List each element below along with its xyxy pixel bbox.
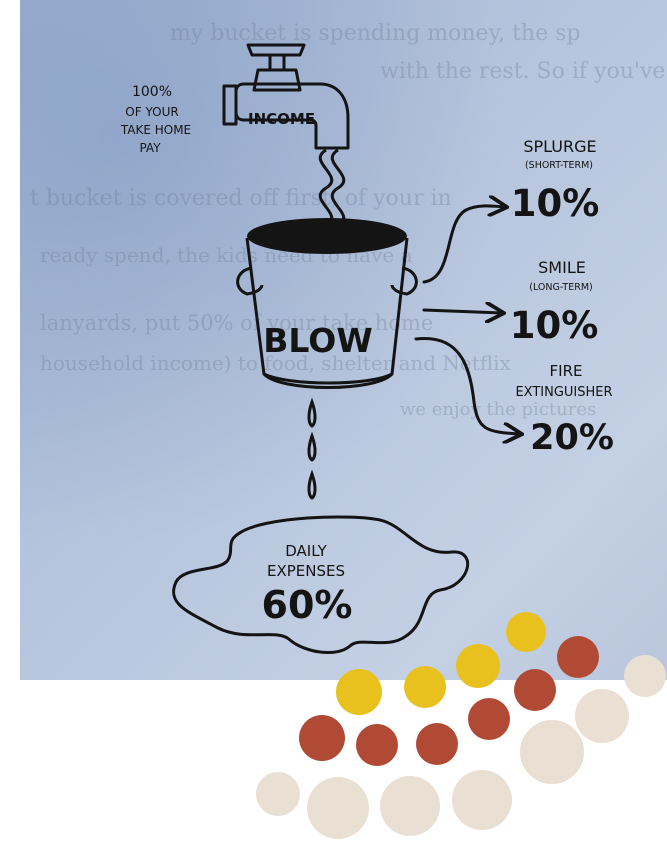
tap-label: INCOME [248,110,315,128]
source-percent: 100% [132,84,172,100]
ghost-line-3: t bucket is covered off first, of your i… [30,186,452,211]
splurge-title: SPLURGE [523,137,596,156]
source-line-3: PAY [139,141,161,155]
fire-title-line-1: FIRE [550,362,583,380]
ghost-line-2: with the rest. So if you've really n [380,59,667,84]
bucket-label: BLOW [263,321,372,360]
smile-percent: 10% [510,304,599,347]
puddle-line-1: DAILY [285,542,327,560]
splurge-percent: 10% [511,182,600,225]
smile-subtitle: (LONG-TERM) [529,282,592,293]
ghost-line-1: my bucket is spending money, the sp [170,21,580,46]
source-line-2: TAKE HOME [120,123,191,137]
ghost-line-7: we enjoy the pictures [400,399,596,420]
splurge-subtitle: (SHORT-TERM) [525,160,593,171]
source-line-1: OF YOUR [125,105,178,119]
puddle-percent: 60% [262,583,353,627]
puddle-line-2: EXPENSES [267,562,345,580]
smile-title: SMILE [538,258,586,277]
fire-title-line-2: EXTINGUISHER [515,385,612,400]
ghost-line-5: lanyards, put 50% of your take home [40,311,433,335]
fire-percent: 20% [530,418,614,458]
